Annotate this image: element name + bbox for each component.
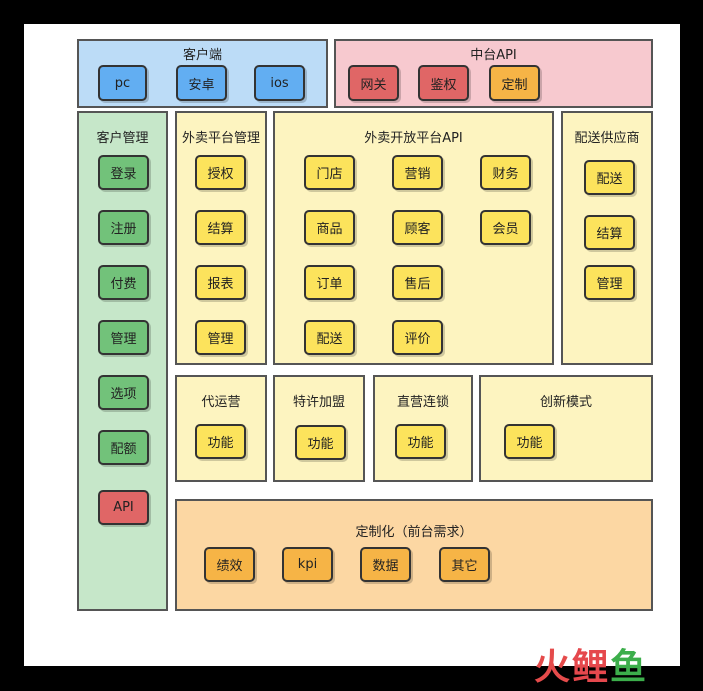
mgmt-payment[interactable]: 付费: [98, 265, 149, 300]
takeout-manage[interactable]: 管理: [195, 320, 246, 355]
takeout-mgmt-panel: 外卖平台管理 授权 结算 报表 管理: [175, 111, 267, 365]
mode-title-operation: 代运营: [201, 395, 241, 410]
custom-performance[interactable]: 绩效: [204, 547, 255, 582]
client-title: 客户端: [182, 48, 222, 63]
open-api-member[interactable]: 会员: [480, 210, 531, 245]
open-api-customer[interactable]: 顾客: [392, 210, 443, 245]
custom-panel: 定制化（前台需求） 绩效 kpi 数据 其它: [175, 499, 653, 611]
supplier-title: 配送供应商: [574, 131, 640, 146]
custom-data[interactable]: 数据: [360, 547, 411, 582]
client-ios[interactable]: ios: [254, 65, 305, 101]
takeout-settlement[interactable]: 结算: [195, 210, 246, 245]
mode-panel-franchise: 特许加盟 功能: [273, 375, 365, 482]
open-api-marketing[interactable]: 营销: [392, 155, 443, 190]
mgmt-api[interactable]: API: [98, 490, 149, 525]
client-android[interactable]: 安卓: [176, 65, 227, 101]
takeout-mgmt-title: 外卖平台管理: [181, 131, 260, 146]
supplier-manage[interactable]: 管理: [584, 265, 635, 300]
mid-api-auth[interactable]: 鉴权: [418, 65, 469, 101]
takeout-report[interactable]: 报表: [195, 265, 246, 300]
mode-function-innovation[interactable]: 功能: [504, 424, 555, 459]
open-api-store[interactable]: 门店: [304, 155, 355, 190]
mid-api-panel: 中台API 网关 鉴权 定制: [334, 39, 653, 108]
open-api-panel: 外卖开放平台API 门店 营销 财务 商品 顾客 会员 订单 售后 配送 评价: [273, 111, 554, 365]
mgmt-manage[interactable]: 管理: [98, 320, 149, 355]
customer-mgmt-title: 客户管理: [96, 131, 149, 146]
mode-title-franchise: 特许加盟: [292, 395, 345, 410]
mode-title-innovation: 创新模式: [539, 395, 592, 410]
open-api-finance[interactable]: 财务: [480, 155, 531, 190]
mgmt-quota[interactable]: 配额: [98, 430, 149, 465]
client-pc[interactable]: pc: [98, 65, 147, 101]
mode-title-chain: 直营连锁: [396, 395, 449, 410]
supplier-panel: 配送供应商 配送 结算 管理: [561, 111, 653, 365]
supplier-delivery[interactable]: 配送: [584, 160, 635, 195]
custom-kpi[interactable]: kpi: [282, 547, 333, 582]
mid-api-gateway[interactable]: 网关: [348, 65, 399, 101]
mode-panel-operation: 代运营 功能: [175, 375, 267, 482]
open-api-aftersale[interactable]: 售后: [392, 265, 443, 300]
mid-api-custom[interactable]: 定制: [489, 65, 540, 101]
custom-title: 定制化（前台需求）: [355, 525, 473, 540]
open-api-review[interactable]: 评价: [392, 320, 443, 355]
brand-logo: 火鲤鱼: [534, 647, 649, 688]
mgmt-login[interactable]: 登录: [98, 155, 149, 190]
customer-mgmt-panel: 客户管理 登录 注册 付费 管理 选项 配额 API: [77, 111, 168, 611]
mode-function-chain[interactable]: 功能: [395, 424, 446, 459]
supplier-settlement[interactable]: 结算: [584, 215, 635, 250]
mode-panel-chain: 直营连锁 功能: [373, 375, 473, 482]
takeout-authorize[interactable]: 授权: [195, 155, 246, 190]
open-api-product[interactable]: 商品: [304, 210, 355, 245]
open-api-delivery[interactable]: 配送: [304, 320, 355, 355]
open-api-order[interactable]: 订单: [304, 265, 355, 300]
mid-api-title: 中台API: [470, 48, 517, 63]
mgmt-register[interactable]: 注册: [98, 210, 149, 245]
mode-function-operation[interactable]: 功能: [195, 424, 246, 459]
mgmt-options[interactable]: 选项: [98, 375, 149, 410]
custom-other[interactable]: 其它: [439, 547, 490, 582]
client-panel: 客户端 pc 安卓 ios: [77, 39, 328, 108]
mode-function-franchise[interactable]: 功能: [295, 425, 346, 460]
mode-panel-innovation: 创新模式 功能: [479, 375, 653, 482]
open-api-title: 外卖开放平台API: [364, 131, 463, 146]
